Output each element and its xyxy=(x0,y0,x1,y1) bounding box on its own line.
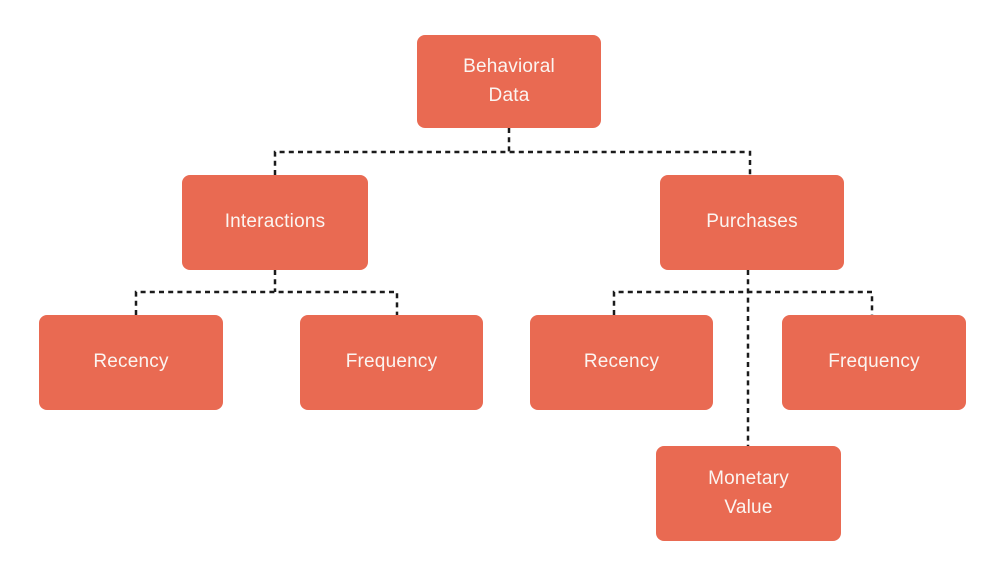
connector-interactions-to-children xyxy=(134,270,399,315)
node-recency-purchases: Recency xyxy=(530,315,713,410)
node-behavioral-data: Behavioral Data xyxy=(417,35,601,128)
node-frequency-interactions: Frequency xyxy=(300,315,483,410)
node-recency-interactions: Recency xyxy=(39,315,223,410)
connector-behavioral-to-children xyxy=(273,128,752,175)
node-interactions: Interactions xyxy=(182,175,368,270)
edge-bracket-interactions xyxy=(134,290,399,315)
node-purchases: Purchases xyxy=(660,175,844,270)
node-monetary-value: Monetary Value xyxy=(656,446,841,541)
edge-bracket-purchases xyxy=(612,290,874,315)
edge-bracket-behavioral xyxy=(273,150,752,175)
node-frequency-purchases: Frequency xyxy=(782,315,966,410)
